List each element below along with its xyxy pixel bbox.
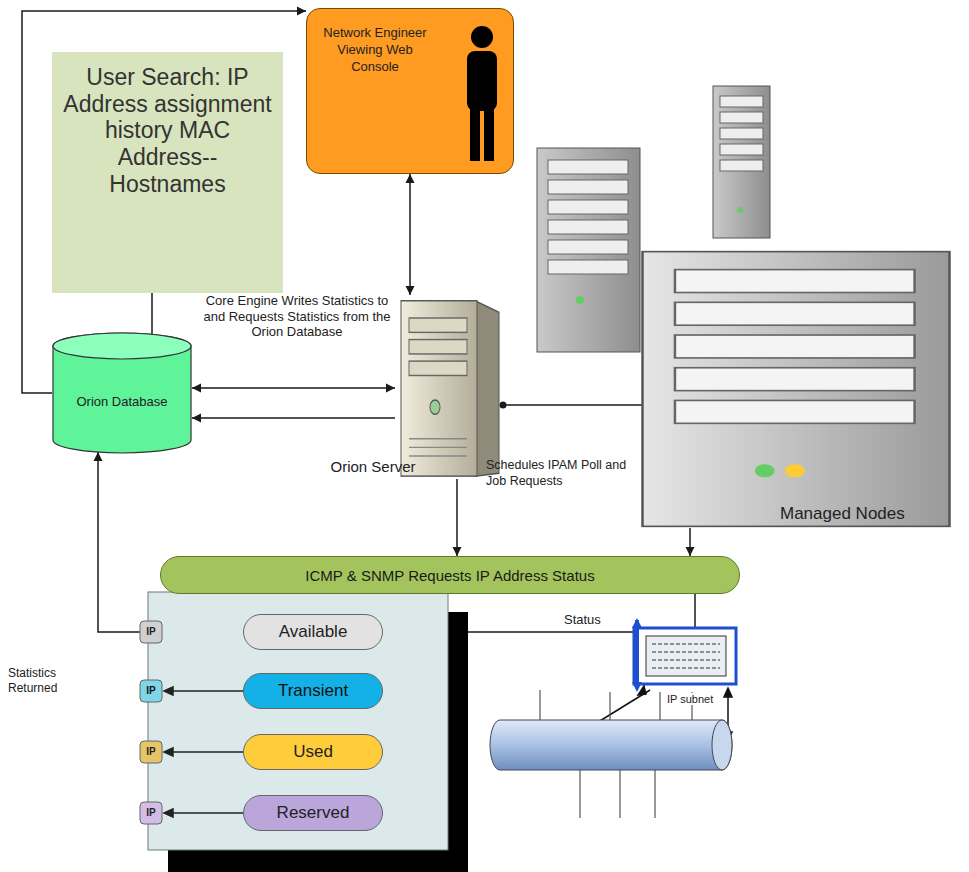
network-label: IP subnet (666, 693, 714, 705)
search-note-box: User Search: IP Address assignment histo… (52, 52, 283, 293)
icon-label: IP (140, 626, 162, 637)
node-text: Managed Nodes (780, 504, 940, 524)
switch-icon (632, 618, 736, 692)
connector (453, 479, 462, 556)
node-text: Orion Database (76, 394, 167, 409)
node-text: ICMP & SNMP Requests IP Address Status (305, 567, 594, 584)
connector (152, 293, 153, 334)
status-pill: Used (243, 734, 383, 770)
leader-arrows (164, 687, 243, 817)
ip-icons (140, 621, 162, 824)
status-pill: Reserved (243, 795, 383, 831)
node-text: Orion Server (323, 458, 423, 475)
database-node: Orion Database (52, 332, 192, 454)
edge-label: Statistics Returned (8, 666, 88, 696)
edge-label: Core Engine Writes Statistics to and Req… (198, 293, 396, 340)
node-text: Transient (278, 681, 348, 701)
node-text: Available (279, 622, 348, 642)
managed-nodes: Managed Nodes (640, 250, 952, 528)
status-panel (148, 592, 448, 850)
node-text: User Search: IP Address assignment histo… (60, 64, 275, 197)
server-illustration (395, 295, 505, 479)
icon-label: IP (140, 685, 162, 696)
connector (500, 402, 662, 409)
server-node: Orion Server (395, 295, 505, 479)
node-text: Used (293, 742, 333, 762)
icon-label: IP (140, 807, 162, 818)
connector (192, 384, 395, 393)
database-cylinder (52, 332, 192, 454)
person-icon (457, 23, 507, 163)
request-band: ICMP & SNMP Requests IP Address Status (160, 556, 740, 594)
node-text: Reserved (277, 803, 350, 823)
server-illustration (640, 250, 952, 528)
server-illustration (713, 86, 770, 238)
status-pill: Available (243, 614, 383, 650)
connector (406, 174, 415, 295)
icon-label: IP (140, 746, 162, 757)
network-bus (490, 690, 732, 818)
edge-label: Schedules IPAM Poll and Job Requests (486, 458, 636, 489)
node-text: Network Engineer Viewing Web Console (315, 25, 435, 76)
engineer-box: Network Engineer Viewing Web Console (306, 8, 514, 174)
edge-label: Status (562, 612, 603, 627)
connector (192, 414, 395, 423)
status-pill: Transient (243, 673, 383, 709)
server-illustration (537, 148, 640, 352)
